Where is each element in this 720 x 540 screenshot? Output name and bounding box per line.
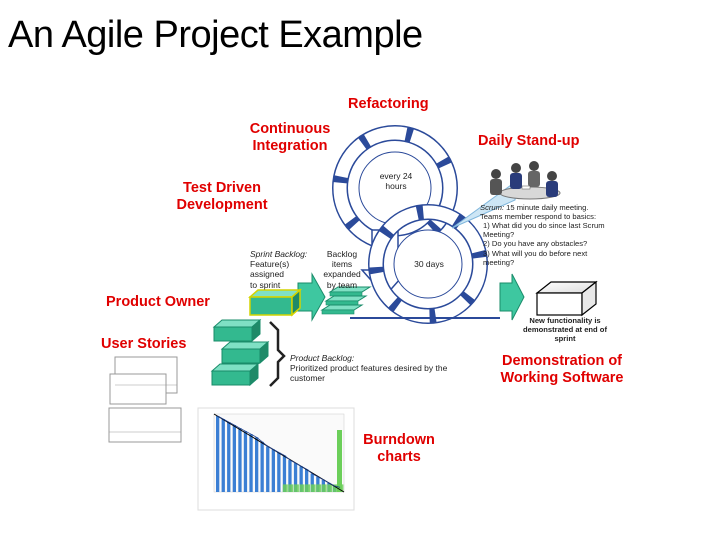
meeting-illustration — [490, 161, 561, 200]
sprint-backlog-box — [248, 288, 302, 317]
user-story-cards — [108, 356, 182, 443]
burndown-bar — [277, 452, 281, 492]
scrum-line2: Teams member respond to basics: — [480, 212, 597, 222]
burndown-bar — [310, 473, 314, 492]
scrum-line3: 1) What did you do since last Scrum Meet… — [483, 221, 605, 240]
scrum-line1: 15 minute daily meeting. — [504, 203, 589, 212]
burndown-bar — [249, 434, 253, 492]
label-daily-standup: Daily Stand-up — [478, 133, 580, 149]
scrum-title: Scrum: — [480, 203, 505, 212]
scrum-description: Scrum: 15 minute daily meeting. Teams me… — [480, 203, 606, 267]
burndown-done-bar — [332, 484, 338, 492]
label-demonstration: Demonstration of Working Software — [500, 353, 624, 387]
burndown-done-bar — [282, 484, 288, 492]
burndown-done-bar — [293, 484, 299, 492]
burndown-bar — [221, 419, 225, 492]
burndown-done-bar — [310, 484, 316, 492]
scrum-line5: 3) What will you do before next meeting? — [483, 248, 588, 267]
burndown-chart — [197, 407, 355, 511]
flow-arrow-2 — [499, 273, 525, 321]
label-test-driven: Test Driven Development — [176, 180, 268, 214]
burndown-bar — [271, 449, 275, 492]
label-refactoring: Refactoring — [348, 96, 429, 112]
sprint-backlog-text: Sprint Backlog: Feature(s) assigned to s… — [250, 249, 316, 290]
burndown-bars — [216, 416, 344, 492]
burndown-done-bar — [321, 484, 327, 492]
burndown-final-bar — [337, 430, 342, 492]
burndown-bar — [238, 428, 242, 492]
burndown-done-bar — [288, 484, 294, 492]
burndown-bar — [305, 469, 309, 492]
burndown-bar — [266, 446, 270, 492]
burndown-bar — [260, 441, 264, 492]
new-functionality-text: New functionality is demonstrated at end… — [523, 316, 607, 344]
burndown-done-bar — [305, 484, 310, 492]
burndown-bar — [255, 437, 259, 492]
sprint-backlog-title: Sprint Backlog: — [250, 249, 308, 259]
cycle-24h: every 24 hours — [379, 171, 413, 192]
burndown-bar — [227, 422, 231, 492]
product-backlog-stack — [210, 318, 270, 387]
burndown-bar — [288, 460, 292, 492]
expanded-backlog-text: Backlog items expanded by team — [323, 249, 361, 290]
page-title: An Agile Project Example — [8, 14, 423, 56]
cycle-30days: 30 days — [414, 259, 444, 269]
label-burndown: Burndown charts — [363, 432, 435, 466]
working-software-cube — [535, 280, 598, 317]
burndown-bar — [282, 455, 287, 492]
label-user-stories: User Stories — [101, 336, 187, 352]
burndown-done-bar — [327, 484, 333, 492]
flow-arrow-1 — [297, 272, 326, 322]
burndown-bar — [299, 466, 303, 492]
sprint-backlog-desc: Feature(s) assigned to sprint — [250, 259, 290, 290]
expanded-backlog-stack — [320, 286, 372, 315]
burndown-done-bar — [299, 484, 305, 492]
burndown-bar — [293, 463, 298, 492]
burndown-done-bar — [316, 484, 322, 492]
burndown-bar — [216, 416, 220, 492]
product-backlog-title: Product Backlog: — [290, 353, 355, 363]
burndown-bar — [243, 431, 248, 492]
scrum-line4: 2) Do you have any obstacles? — [483, 239, 588, 249]
burndown-actual-line — [217, 415, 341, 488]
sprint-cycle-ring — [368, 204, 488, 324]
product-backlog-text: Product Backlog: Prioritized product fea… — [290, 353, 480, 384]
label-product-owner: Product Owner — [106, 294, 210, 310]
burndown-bar — [232, 425, 236, 492]
label-continuous-integration: Continuous Integration — [249, 121, 331, 155]
product-backlog-desc: Prioritized product features desired by … — [290, 363, 448, 384]
